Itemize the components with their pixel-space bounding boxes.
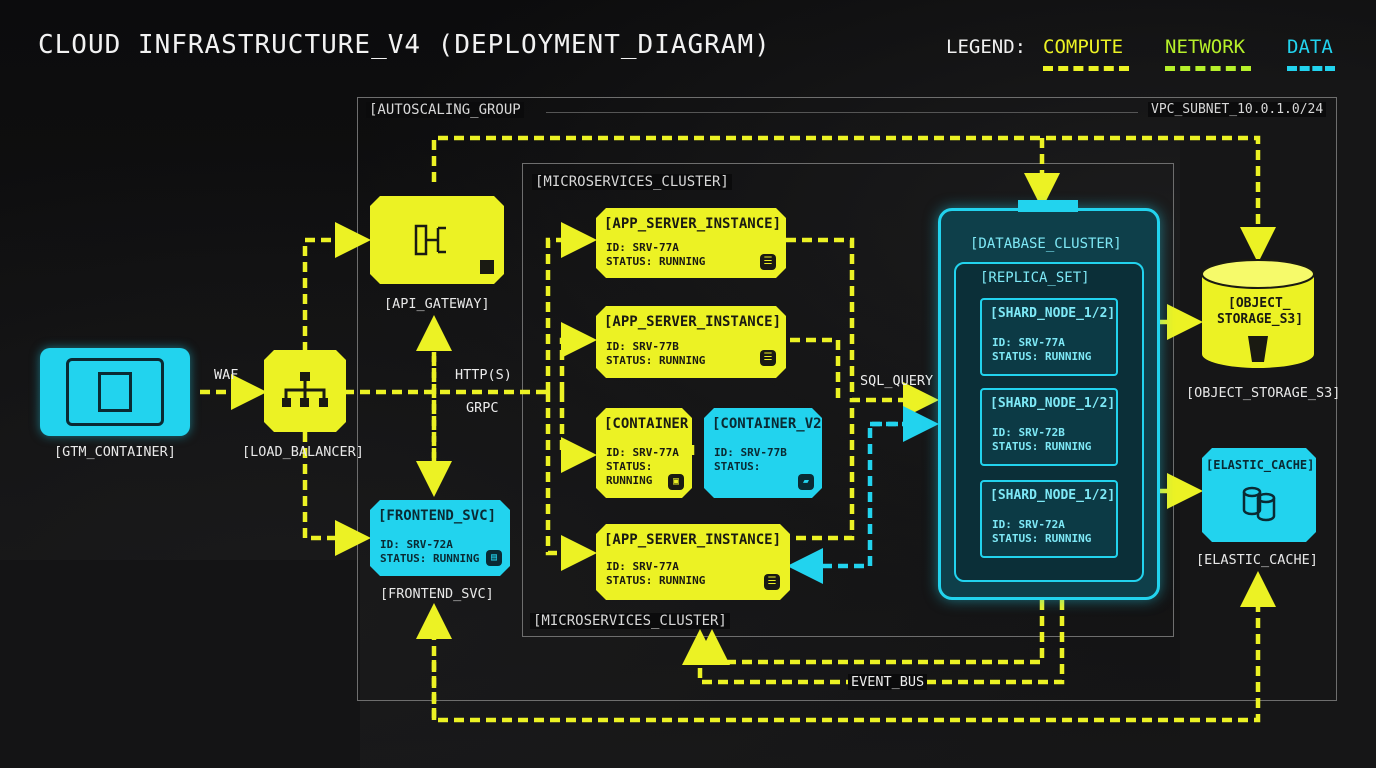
server-icon: ☰ xyxy=(760,254,776,270)
shard-node-2[interactable]: [SHARD_NODE_1/2] ID: SRV-72B STATUS: RUN… xyxy=(980,388,1118,466)
diagram-title: CLOUD INFRASTRUCTURE_V4 (DEPLOYMENT_DIAG… xyxy=(38,30,771,60)
app-server-2-id: ID: SRV-77B xyxy=(606,340,679,353)
legend-swatch-data xyxy=(1287,66,1335,71)
container-node[interactable]: [CONTAINER ID: SRV-77A STATUS: RUNNING ▣ xyxy=(596,408,692,498)
frontend-svc-id: ID: SRV-72A xyxy=(380,538,453,551)
elastic-cache-title: [ELASTIC_CACHE] xyxy=(1206,458,1315,472)
load-balancer-caption: [LOAD_BALANCER] xyxy=(242,444,364,460)
container-status: RUNNING xyxy=(606,474,653,487)
server-icon: ☰ xyxy=(760,350,776,366)
app-server-1-title: [APP_SERVER_INSTANCE] xyxy=(604,216,782,232)
edge-label-sql-query: SQL_QUERY xyxy=(860,373,934,389)
book-icon xyxy=(98,372,132,412)
database-cluster-title: [DATABASE_CLUSTER] xyxy=(970,236,1122,252)
container-v2-node[interactable]: [CONTAINER_V2] ID: SRV-77B STATUS: ▰ xyxy=(704,408,822,498)
shard-node-1[interactable]: [SHARD_NODE_1/2] ID: SRV-77A STATUS: RUN… xyxy=(980,298,1118,376)
shard-1-status: STATUS: RUNNING xyxy=(992,350,1092,363)
microservices-cluster-label-top: [MICROSERVICES_CLUSTER] xyxy=(532,174,732,190)
container-status-label: STATUS: xyxy=(606,460,653,473)
app-server-1-id: ID: SRV-77A xyxy=(606,241,679,254)
app-server-instance-2[interactable]: [APP_SERVER_INSTANCE] ID: SRV-77B STATUS… xyxy=(596,306,786,378)
cache-icon xyxy=(1202,448,1316,542)
elastic-cache-caption: [ELASTIC_CACHE] xyxy=(1196,552,1318,568)
shard-3-status: STATUS: RUNNING xyxy=(992,532,1092,545)
container-v2-title: [CONTAINER_V2] xyxy=(712,416,831,432)
app-server-2-status: STATUS: RUNNING xyxy=(606,354,706,367)
object-storage-label: [OBJECT_ xyxy=(1228,296,1291,311)
object-storage-label-line1: [OBJECT_ xyxy=(1228,296,1291,311)
shard-2-title: [SHARD_NODE_1/2] xyxy=(990,396,1116,411)
database-icon: ▤ xyxy=(486,550,502,566)
shard-3-id: ID: SRV-72A xyxy=(992,518,1065,531)
container-id: ID: SRV-77A xyxy=(606,446,679,459)
container-title: [CONTAINER xyxy=(604,416,689,432)
stack-icon: ☰ xyxy=(764,574,780,590)
frame-divider xyxy=(546,112,1138,113)
background-block xyxy=(0,560,360,768)
app-server-3-title: [APP_SERVER_INSTANCE] xyxy=(604,532,782,548)
autoscaling-group-label: [AUTOSCALING_GROUP xyxy=(366,102,524,118)
vpc-subnet-label: VPC_SUBNET_10.0.1.0/24 xyxy=(1148,102,1327,117)
shard-node-3[interactable]: [SHARD_NODE_1/2] ID: SRV-72A STATUS: RUN… xyxy=(980,480,1118,558)
container-v2-id: ID: SRV-77B xyxy=(714,446,787,459)
legend-label: LEGEND: xyxy=(946,36,1027,58)
legend-swatch-network xyxy=(1165,66,1251,71)
hierarchy-icon xyxy=(264,350,346,432)
object-storage-s3-node[interactable] xyxy=(1198,258,1318,378)
gtm-container-caption: [GTM_CONTAINER] xyxy=(54,444,176,460)
object-storage-caption: [OBJECT_STORAGE_S3] xyxy=(1186,385,1341,401)
object-storage-label-line2: STORAGE_S3] xyxy=(1216,312,1304,327)
app-server-instance-3[interactable]: [APP_SERVER_INSTANCE] ID: SRV-77A STATUS… xyxy=(596,524,790,600)
replica-set-title: [REPLICA_SET] xyxy=(980,270,1090,286)
edge-label-grpc: GRPC xyxy=(466,400,499,416)
elastic-cache-node[interactable]: [ELASTIC_CACHE] xyxy=(1202,448,1316,542)
legend-item-data: DATA xyxy=(1287,36,1333,58)
microservices-cluster-frame xyxy=(522,163,1174,637)
app-server-3-status: STATUS: RUNNING xyxy=(606,574,706,587)
gateway-icon xyxy=(370,196,504,284)
frontend-svc-status: STATUS: RUNNING xyxy=(380,552,480,565)
frontend-svc-node[interactable]: [FRONTEND_SVC] ID: SRV-72A STATUS: RUNNI… xyxy=(370,500,510,576)
legend-item-network: NETWORK xyxy=(1165,36,1246,58)
background-block xyxy=(1180,80,1376,768)
microservices-cluster-label-bottom: [MICROSERVICES_CLUSTER] xyxy=(530,613,730,629)
app-server-1-status: STATUS: RUNNING xyxy=(606,255,706,268)
autoscaling-group-frame xyxy=(357,97,1337,701)
load-balancer-node[interactable] xyxy=(264,350,346,432)
container-v2-status-label: STATUS: xyxy=(714,460,761,473)
api-gateway-node[interactable] xyxy=(370,196,504,284)
frontend-svc-caption: [FRONTEND_SVC] xyxy=(380,586,494,602)
shard-1-id: ID: SRV-77A xyxy=(992,336,1065,349)
legend-item-compute: COMPUTE xyxy=(1043,36,1124,58)
database-cluster-tab xyxy=(1018,200,1078,212)
shard-2-status: STATUS: RUNNING xyxy=(992,440,1092,453)
api-gateway-caption: [API_GATEWAY] xyxy=(384,296,490,312)
frontend-svc-title: [FRONTEND_SVC] xyxy=(378,508,497,524)
edge-label-waf: WAF xyxy=(214,367,239,383)
shard-2-id: ID: SRV-72B xyxy=(992,426,1065,439)
app-server-2-title: [APP_SERVER_INSTANCE] xyxy=(604,314,782,330)
docker-icon: ▰ xyxy=(798,474,814,490)
edge-label-https: HTTP(S) xyxy=(455,367,512,383)
gtm-container-frame xyxy=(66,358,164,426)
legend-swatch-compute xyxy=(1043,66,1129,71)
gtm-container-node[interactable] xyxy=(40,348,190,436)
edge-label-event-bus: EVENT_BUS xyxy=(848,674,928,690)
shard-1-title: [SHARD_NODE_1/2] xyxy=(990,306,1116,321)
container-icon: ▣ xyxy=(668,474,684,490)
bucket-icon xyxy=(1248,336,1268,362)
app-server-instance-1[interactable]: [APP_SERVER_INSTANCE] ID: SRV-77A STATUS… xyxy=(596,208,786,278)
shard-3-title: [SHARD_NODE_1/2] xyxy=(990,488,1116,503)
app-server-3-id: ID: SRV-77A xyxy=(606,560,679,573)
